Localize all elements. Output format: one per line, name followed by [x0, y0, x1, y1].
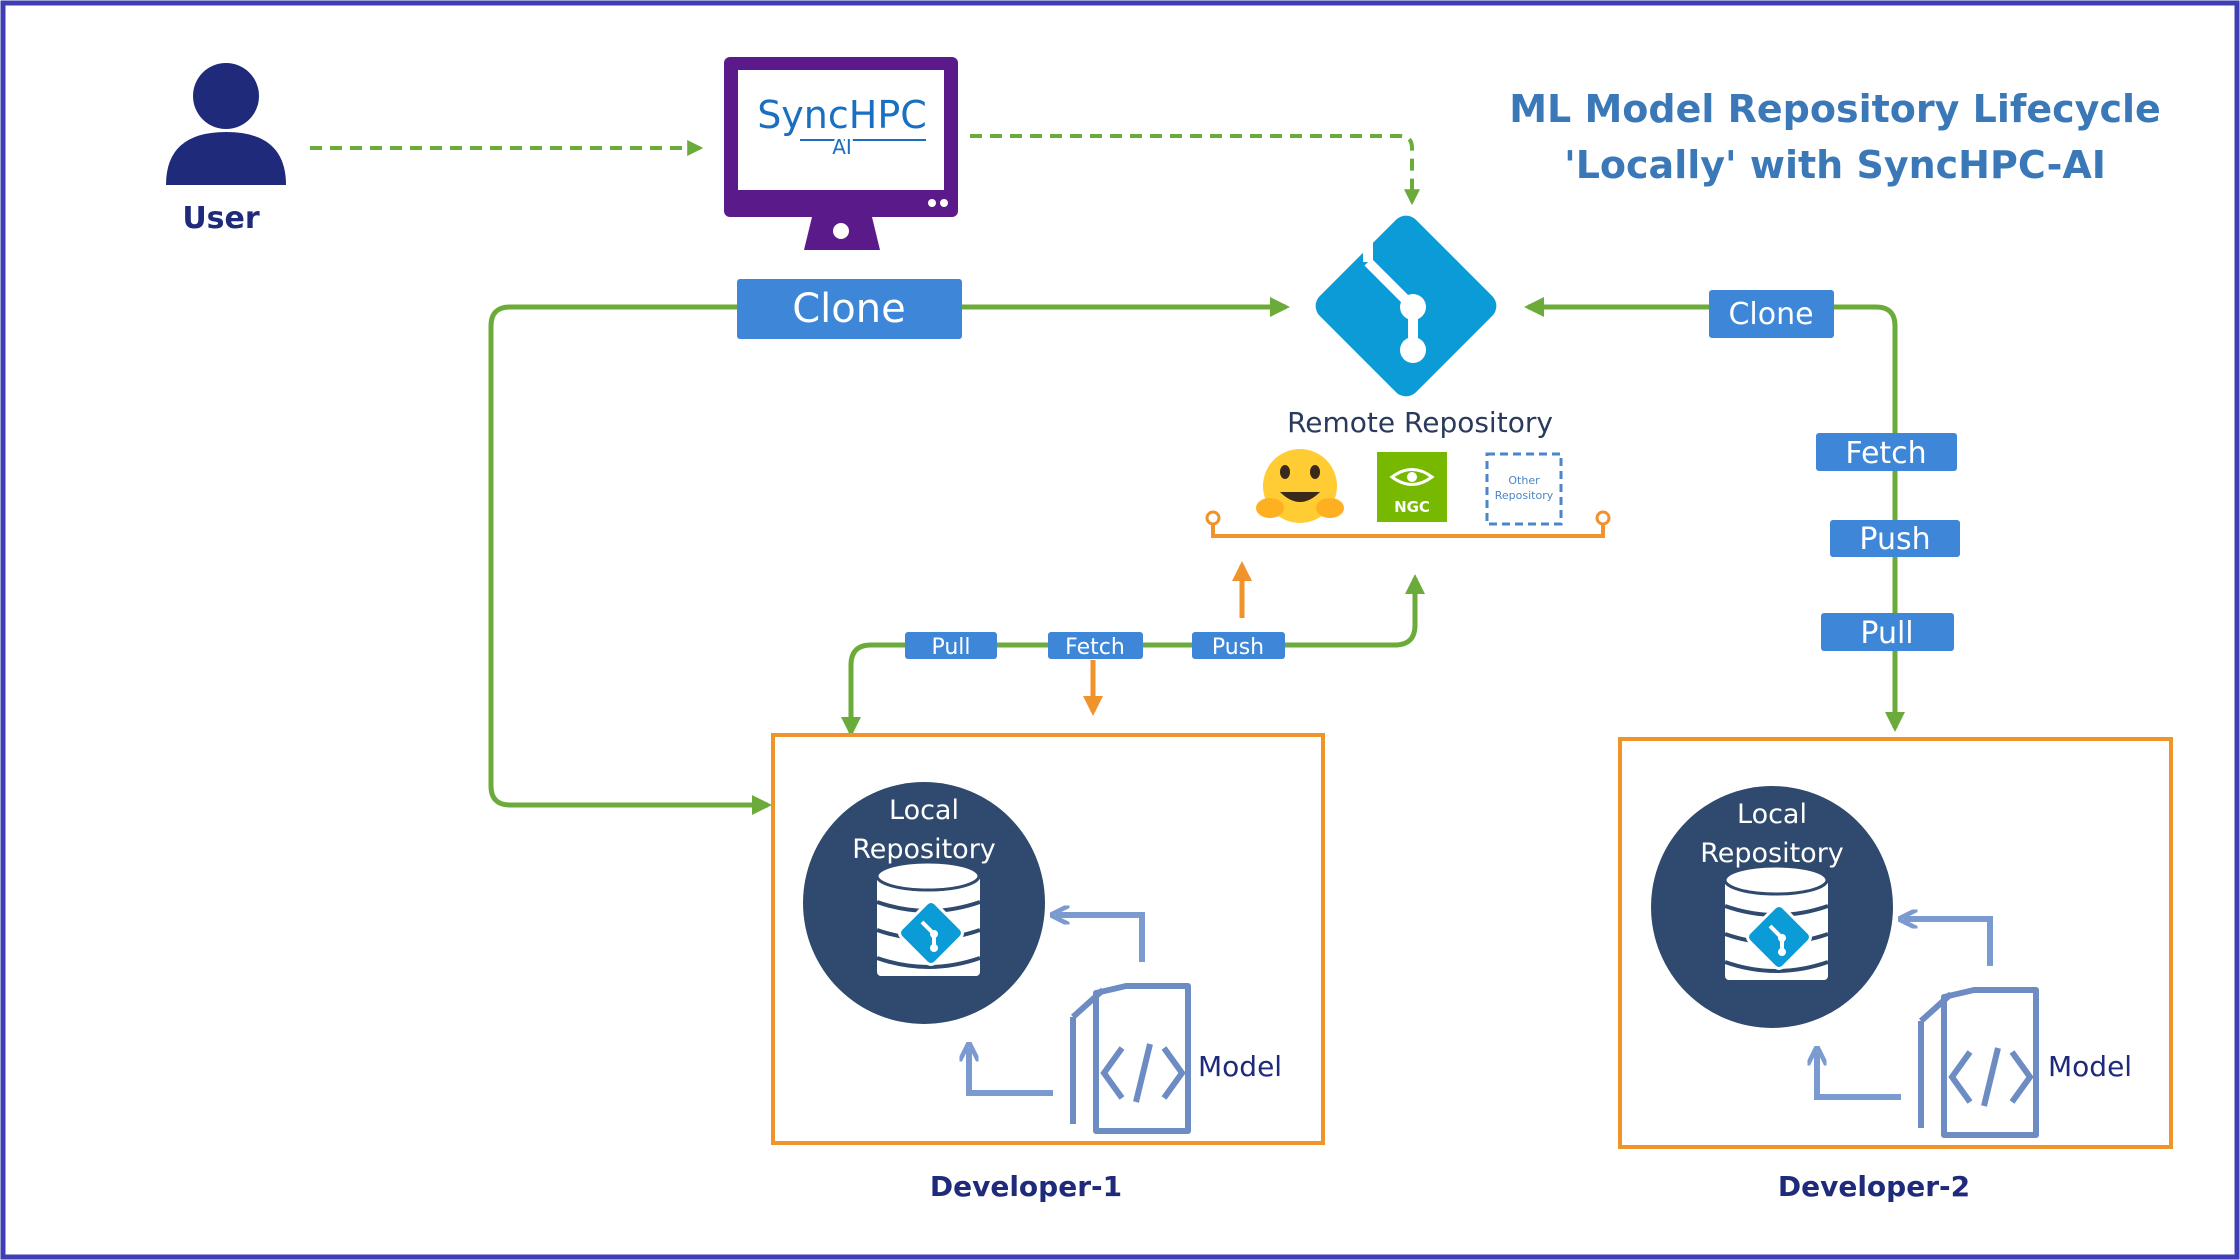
ngc-label: NGC	[1394, 498, 1430, 516]
model-document-icon	[1918, 987, 2039, 1138]
title-line-2: 'Locally' with SyncHPC-AI	[1564, 143, 2106, 187]
push-badge-dev1-label: Push	[1212, 635, 1264, 660]
other-repository-line-2: Repository	[1495, 489, 1554, 502]
clone-badge-main-label: Clone	[792, 286, 905, 332]
user-label: User	[182, 201, 260, 236]
fetch-badge-dev2-label: Fetch	[1845, 436, 1926, 471]
pull-badge-dev1-label: Pull	[931, 635, 970, 660]
clone-badge-dev2[interactable]	[1709, 290, 1834, 338]
remote-repository-label: Remote Repository	[1287, 406, 1553, 439]
model-label-1: Model	[1198, 1050, 1282, 1083]
local-repo-1-line-1: Local	[889, 795, 959, 826]
model-document-icon	[1070, 983, 1191, 1134]
pull-badge-dev1[interactable]	[905, 632, 997, 659]
clone-dev2-flow	[1524, 297, 1905, 732]
developer-1-box	[771, 733, 1325, 1145]
clone-dev1-flow	[488, 297, 1290, 815]
git-remote-icon	[1315, 215, 1497, 397]
pull-badge-dev2[interactable]	[1821, 613, 1954, 651]
developer-2-label: Developer-2	[1778, 1170, 1970, 1203]
local-repo-2-line-2: Repository	[1700, 838, 1844, 869]
other-repository-line-1: Other	[1508, 474, 1540, 487]
database-icon	[1723, 864, 1829, 980]
push-badge-dev2-label: Push	[1859, 522, 1930, 557]
database-icon	[875, 860, 981, 976]
local-repo-2-line-1: Local	[1737, 799, 1807, 830]
pull-badge-dev2-label: Pull	[1860, 616, 1913, 651]
app-to-remote-arrow	[970, 134, 1420, 206]
developer-2-box	[1618, 737, 2173, 1149]
fetch-badge-dev1-label: Fetch	[1065, 635, 1125, 660]
app-brand: SyncHPC	[757, 93, 927, 137]
fetch-badge-dev1[interactable]	[1048, 632, 1143, 659]
app-brand-sub: AI	[832, 135, 852, 159]
model-label-2: Model	[2048, 1050, 2132, 1083]
clone-badge-main[interactable]	[737, 279, 962, 339]
monitor-icon	[724, 57, 958, 250]
user-icon	[166, 63, 286, 185]
title-line-1: ML Model Repository Lifecycle	[1509, 87, 2161, 131]
push-badge-dev1[interactable]	[1192, 632, 1285, 659]
hugging-face-icon	[1256, 449, 1344, 523]
fetch-badge-dev2[interactable]	[1816, 433, 1957, 471]
ngc-icon	[1377, 452, 1447, 522]
clone-badge-dev2-label: Clone	[1728, 297, 1813, 332]
local-repo-1-line-2: Repository	[852, 834, 996, 865]
developer-1-label: Developer-1	[930, 1170, 1122, 1203]
push-badge-dev2[interactable]	[1830, 520, 1960, 557]
